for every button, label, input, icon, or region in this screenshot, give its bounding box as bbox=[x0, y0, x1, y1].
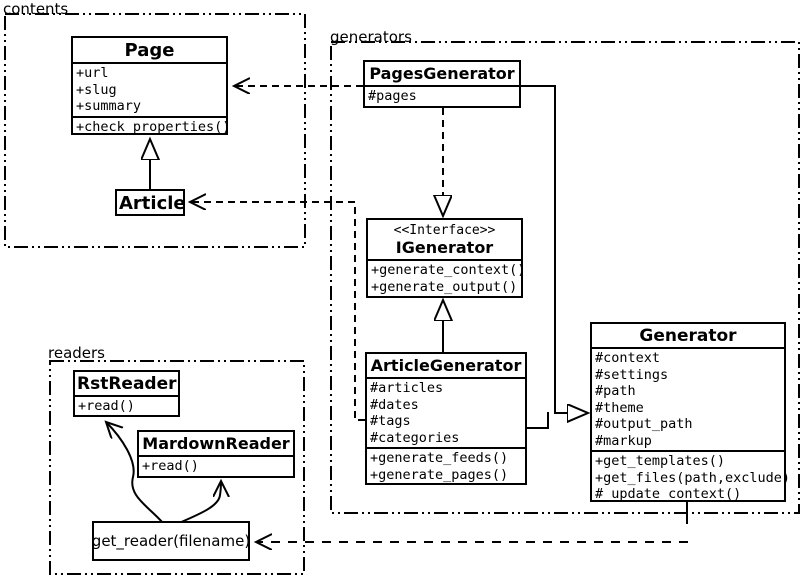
attribute: #settings bbox=[595, 366, 669, 383]
class-articlegenerator-methods: +generate_feeds() +generate_pages() bbox=[367, 447, 525, 484]
class-generator-attributes: #context #settings #path #theme #output_… bbox=[592, 347, 784, 450]
class-generator-title: Generator bbox=[639, 326, 737, 346]
method: +generate_context() bbox=[371, 262, 526, 278]
class-pagesgenerator-title: PagesGenerator bbox=[369, 64, 515, 83]
function-box-label: get_reader(filename) bbox=[91, 532, 251, 550]
class-pagesgenerator: PagesGenerator #pages bbox=[363, 60, 521, 108]
class-generator-methods: +get_templates() +get_files(path,exclude… bbox=[592, 450, 791, 504]
class-articlegenerator-title: ArticleGenerator bbox=[370, 356, 522, 375]
class-igenerator-methods: +generate_context() +generate_output() bbox=[368, 259, 526, 296]
method: +get_files(path,exclude) bbox=[595, 469, 791, 486]
attribute: #theme bbox=[595, 399, 644, 416]
class-articlegenerator-attributes: #articles #dates #tags #categories bbox=[367, 377, 525, 447]
method: +read() bbox=[142, 458, 199, 474]
class-mardownreader-title: MardownReader bbox=[142, 434, 290, 453]
attribute: #markup bbox=[595, 432, 652, 449]
class-mardownreader: MardownReader +read() bbox=[137, 430, 295, 478]
line-articlegenerator-to-generator-join bbox=[527, 412, 549, 429]
attribute: +url bbox=[76, 65, 109, 81]
package-label-contents: contents bbox=[3, 0, 69, 18]
class-rstreader-title: RstReader bbox=[77, 374, 177, 394]
class-generator: Generator #context #settings #path #them… bbox=[590, 322, 791, 504]
method: #_update_context() bbox=[595, 486, 742, 502]
class-page-attributes: +url +slug +summary bbox=[73, 62, 226, 116]
class-article: Article bbox=[115, 189, 185, 216]
attribute: #context bbox=[595, 350, 661, 366]
class-mardownreader-methods: +read() bbox=[139, 455, 293, 476]
package-label-readers: readers bbox=[48, 344, 105, 362]
class-page-methods: +check_properties() bbox=[73, 115, 231, 137]
arrow-getreader-to-rstreader bbox=[106, 422, 164, 524]
arrow-getreader-to-mardownreader bbox=[178, 481, 221, 524]
class-igenerator-title: IGenerator bbox=[395, 238, 494, 257]
method: +generate_feeds() bbox=[370, 450, 509, 466]
attribute: #articles bbox=[370, 380, 444, 396]
class-articlegenerator: ArticleGenerator #articles #dates #tags … bbox=[365, 352, 527, 485]
package-border-readers bbox=[49, 360, 305, 575]
method: +check_properties() bbox=[76, 118, 231, 135]
attribute: #path bbox=[595, 383, 636, 399]
function-box-get-reader: get_reader(filename) bbox=[92, 521, 250, 561]
attribute: +summary bbox=[76, 98, 142, 114]
package-border-contents bbox=[4, 13, 306, 248]
class-rstreader-methods: +read() bbox=[75, 395, 178, 416]
attribute: #output_path bbox=[595, 416, 693, 432]
class-pagesgenerator-attributes: #pages bbox=[365, 85, 519, 106]
class-rstreader: RstReader +read() bbox=[73, 370, 180, 417]
arrow-pagesgenerator-to-generator-generalization bbox=[521, 85, 588, 413]
attribute: +slug bbox=[76, 81, 117, 98]
package-label-generators: generators bbox=[330, 28, 412, 46]
attribute: #tags bbox=[370, 413, 411, 429]
attribute: #dates bbox=[370, 396, 419, 413]
class-page: Page +url +slug +summary +check_properti… bbox=[71, 36, 231, 137]
class-page-title: Page bbox=[124, 40, 175, 61]
attribute: #categories bbox=[370, 429, 460, 446]
class-igenerator: <<Interface>> IGenerator +generate_conte… bbox=[366, 218, 526, 298]
arrow-articlegenerator-to-article-dependency bbox=[190, 202, 365, 421]
method: +get_templates() bbox=[595, 453, 726, 469]
class-article-title: Article bbox=[119, 193, 183, 214]
attribute: #pages bbox=[368, 88, 417, 104]
class-igenerator-stereotype: <<Interface>> bbox=[393, 223, 496, 238]
method: +generate_output() bbox=[371, 278, 518, 295]
method: +generate_pages() bbox=[370, 466, 509, 483]
package-border-generators bbox=[330, 41, 800, 514]
method: +read() bbox=[78, 398, 135, 414]
